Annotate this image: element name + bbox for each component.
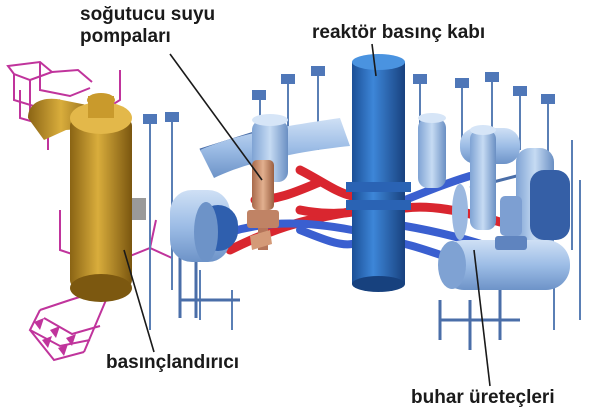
label-steam-generators: buhar üreteçleri xyxy=(411,387,555,408)
label-coolant-pumps-line2: pompaları xyxy=(80,26,171,47)
pressurizer-valve-cluster xyxy=(34,318,76,356)
label-pressurizer: basınçlandırıcı xyxy=(106,352,240,373)
pressurizer-tank xyxy=(28,93,146,302)
reactor-pressure-vessel xyxy=(346,54,411,292)
coolant-pump-right xyxy=(495,196,527,250)
callout-lines xyxy=(123,43,491,387)
steam-generator-left xyxy=(170,114,350,262)
steam-generator-right xyxy=(470,125,570,258)
label-reactor-vessel: reaktör basınç kabı xyxy=(312,22,486,43)
label-coolant-pumps-line1: soğutucu suyu xyxy=(80,4,216,25)
steam-generator-front-right xyxy=(438,184,570,290)
instrument-boxes xyxy=(143,66,555,124)
label-coolant-pumps: soğutucu suyu pompaları xyxy=(80,4,215,48)
